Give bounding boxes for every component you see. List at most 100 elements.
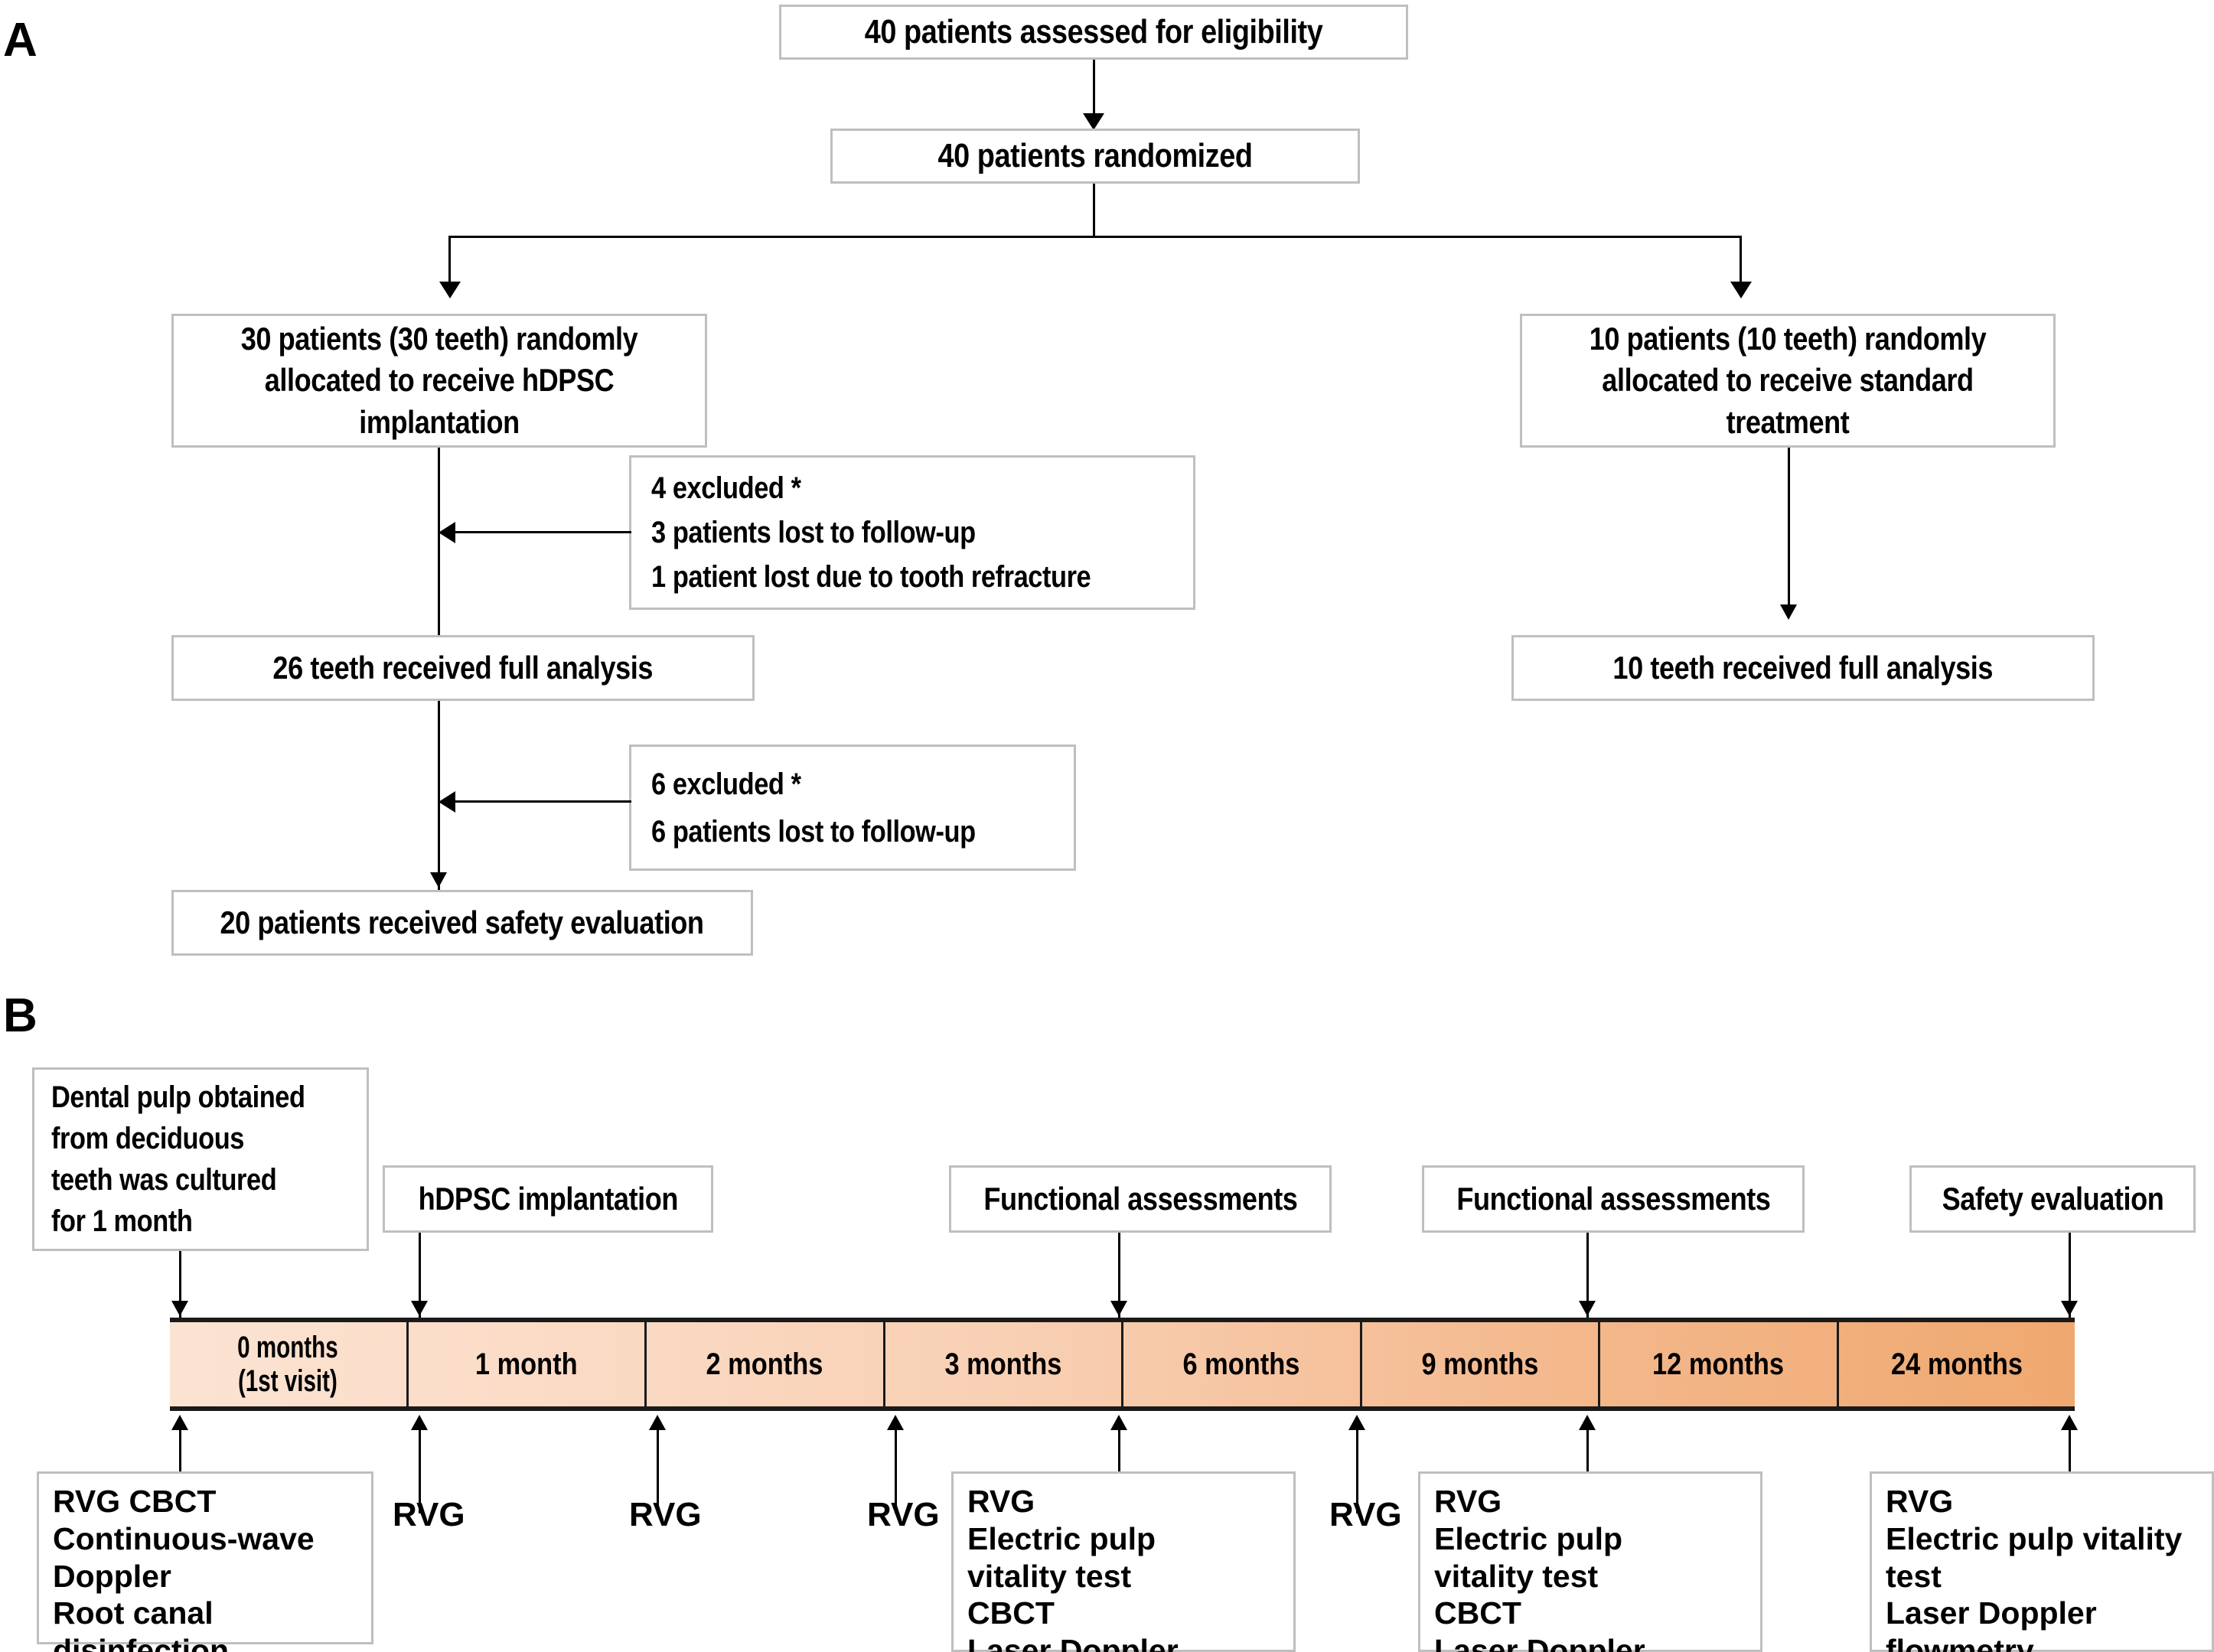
timeline-segment-5-label: 9 months [1421,1347,1539,1381]
arrowhead-up-tick-7 [2061,1415,2078,1430]
arrowhead-down-branch-left [439,282,461,298]
procedure-line: Electric pulp vitality [1886,1520,2183,1556]
connector-randomized-split [448,236,1742,238]
connector-hdpsc-to-analysis [438,448,440,654]
tick-line-up-4 [1118,1428,1120,1472]
procedure-line: vitality test [967,1558,1132,1594]
tick-line-up-5 [1356,1428,1358,1514]
procedure-line: Electric pulp [1434,1520,1623,1556]
box-26-teeth-label: 26 teeth received full analysis [272,650,654,686]
timeline-segment-3-label: 3 months [944,1347,1062,1381]
excluded-second-line-1: 6 excluded * [651,767,801,801]
box-safety-evaluation-b-label: Safety evaluation [1942,1181,2163,1217]
procedure-line: Doppler [53,1558,171,1594]
timeline-segment-6-label: 12 months [1652,1347,1785,1381]
arrowhead-up-tick-0 [171,1415,188,1430]
box-10-teeth-analysis: 10 teeth received full analysis [1511,635,2095,701]
procedure-line: Laser Doppler [1886,1595,2097,1631]
arrowhead-down-standard [1780,604,1797,620]
procedure-line: test [1886,1558,1942,1594]
box-assessed-for-eligibility: 40 patients assessed for eligibility [779,5,1408,60]
connector-assessed-to-randomized [1093,60,1095,119]
arrowhead-up-tick-2 [649,1415,666,1430]
arrowhead-down-branch-right [1730,282,1752,298]
box-randomized: 40 patients randomized [830,129,1360,184]
arrowhead-up-tick-5 [1348,1415,1365,1430]
tick-line-up-3 [895,1428,897,1514]
arrowhead-down-hdpsc [411,1301,428,1316]
box-hdpsc-implantation-b: hDPSC implantation [383,1165,713,1233]
timeline-segment-2-label: 2 months [706,1347,823,1381]
timeline-segment-1: 1 month [409,1322,647,1406]
box-functional-assessments-2: Functional assessments [1422,1165,1805,1233]
procedure-line: Laser Doppler [967,1633,1179,1652]
arrowhead-down-dental-pulp [171,1301,188,1316]
timeline-segment-1-label: 1 month [474,1347,578,1381]
connector-dental-pulp-down [179,1251,181,1318]
box-excluded-second: 6 excluded * 6 patients lost to follow-u… [629,745,1076,871]
connector-excluded-first [455,531,631,533]
box-visit-3-months-procedures: RVG Electric pulp vitality test CBCT Las… [951,1471,1296,1652]
timeline-segment-7-label: 24 months [1890,1347,2023,1381]
procedure-line: flowmetry [1886,1633,2034,1652]
arrowhead-down-safety-b [2061,1301,2078,1316]
procedure-line: CBCT [967,1595,1055,1631]
procedure-line: Laser Doppler [1434,1633,1645,1652]
arrowhead-down-functional-1 [1110,1301,1127,1316]
rvg-label-1: RVG [393,1496,465,1533]
tick-line-up-2 [657,1428,659,1514]
box-functional-assessments-1: Functional assessments [949,1165,1332,1233]
excluded-first-line-1: 4 excluded * [651,471,801,505]
box-visit-0-months-procedures: RVG CBCT Continuous-wave Doppler Root ca… [37,1471,373,1652]
arrowhead-left-excluded-first [439,522,455,543]
connector-excluded-second [455,800,631,803]
timeline-segment-5: 9 months [1362,1322,1600,1406]
box-allocated-hdpsc-label: 30 patients (30 teeth) randomly allocate… [240,320,638,440]
arrowhead-up-tick-1 [411,1415,428,1430]
timeline-segment-0-line1: 0 months [237,1331,338,1364]
panel-b-letter: B [3,989,37,1042]
timeline-segment-2: 2 months [647,1322,885,1406]
connector-randomized-trunk [1093,184,1095,237]
procedure-line: RVG [1434,1484,1502,1519]
box-dental-pulp-label: Dental pulp obtained from deciduous teet… [51,1080,305,1238]
procedure-line: vitality test [1434,1558,1599,1594]
connector-hdpsc-down [419,1233,421,1318]
arrowhead-up-tick-4 [1110,1415,1127,1430]
procedure-line: RVG [967,1484,1035,1519]
procedure-line: RVG CBCT [53,1484,217,1519]
rvg-label-4: RVG [1329,1496,1402,1533]
connector-standard-to-analysis [1788,448,1790,617]
procedure-line: CBCT [1434,1595,1521,1631]
box-visit-24-months-procedures: RVG Electric pulp vitality test Laser Do… [1870,1471,2214,1652]
rvg-label-3: RVG [867,1496,940,1533]
procedure-line: disinfection [53,1633,230,1652]
box-safety-evaluation-label: 20 patients received safety evaluation [220,904,705,940]
timeline-segment-4-label: 6 months [1182,1347,1300,1381]
arrowhead-down-1 [1083,113,1104,130]
timeline-segment-0-line2: (1st visit) [238,1364,338,1398]
box-safety-evaluation-b: Safety evaluation [1909,1165,2196,1233]
excluded-second-line-2: 6 patients lost to follow-up [651,814,976,849]
arrowhead-down-to-safety [430,872,447,888]
tick-line-up-7 [2069,1428,2071,1472]
tick-line-up-0 [179,1428,181,1472]
box-allocated-standard-label: 10 patients (10 teeth) randomly allocate… [1589,320,1987,440]
timeline-segment-3: 3 months [885,1322,1123,1406]
box-allocated-standard: 10 patients (10 teeth) randomly allocate… [1520,314,2056,448]
box-functional-assessments-1-label: Functional assessments [983,1181,1298,1217]
box-excluded-first: 4 excluded * 3 patients lost to follow-u… [629,455,1195,610]
box-visit-9-months-procedures: RVG Electric pulp vitality test CBCT Las… [1418,1471,1762,1652]
box-randomized-label: 40 patients randomized [937,137,1253,174]
connector-functional-1-down [1118,1233,1120,1318]
connector-branch-right [1740,236,1742,291]
timeline-segment-7: 24 months [1839,1322,2075,1406]
procedure-line: Root canal [53,1595,214,1631]
box-assessed-label: 40 patients assessed for eligibility [864,13,1323,51]
arrowhead-up-tick-6 [1579,1415,1596,1430]
tick-line-up-1 [419,1428,421,1514]
procedure-line: Continuous-wave [53,1520,315,1556]
procedure-line: Electric pulp [967,1520,1156,1556]
arrowhead-up-tick-3 [887,1415,904,1430]
arrowhead-down-functional-2 [1579,1301,1596,1316]
